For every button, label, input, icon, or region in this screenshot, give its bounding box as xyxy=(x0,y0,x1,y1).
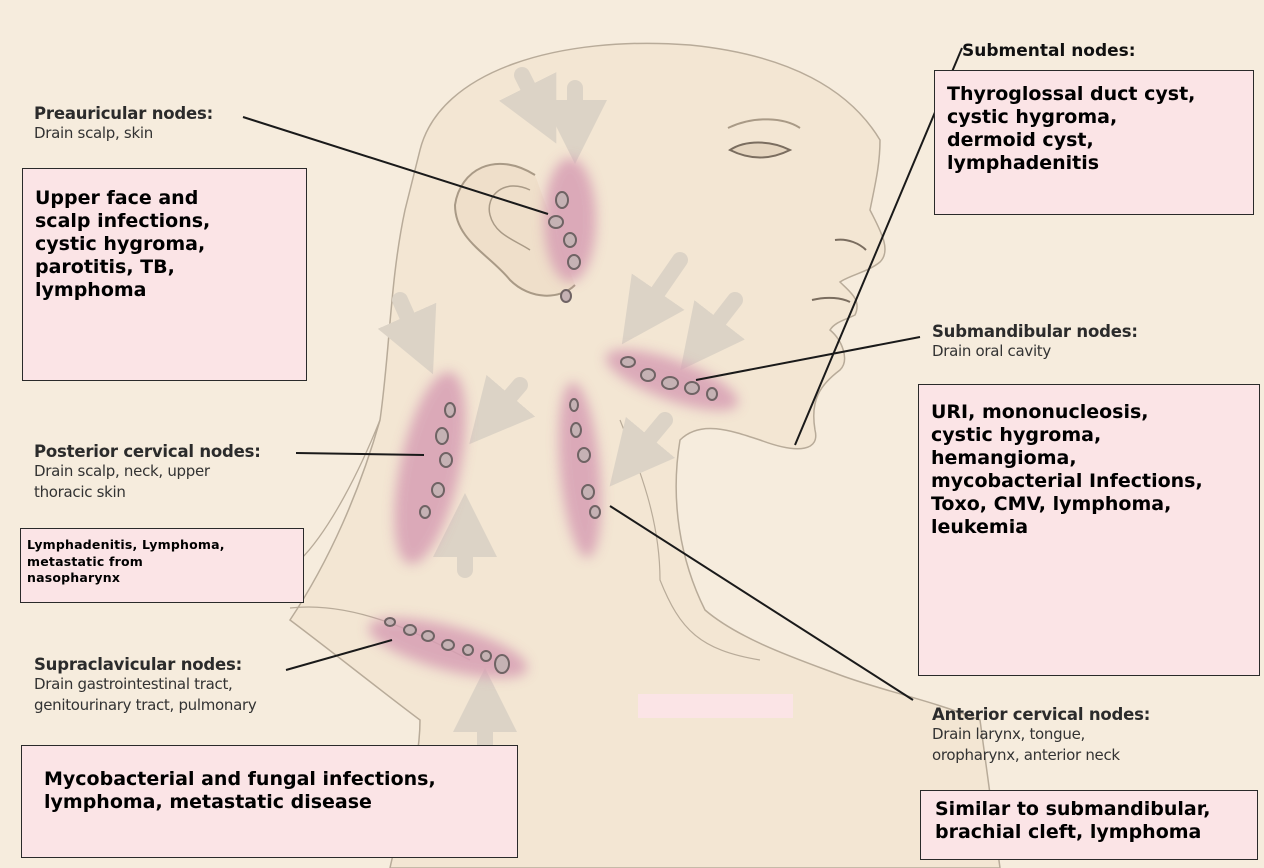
supraclavicular-label: Supraclavicular nodes: Drain gastrointes… xyxy=(34,655,256,716)
posterior-cervical-label: Posterior cervical nodes: Drain scalp, n… xyxy=(34,442,261,503)
lymph-node xyxy=(481,651,491,661)
lymph-node xyxy=(564,233,576,247)
supraclavicular-description: Drain gastrointestinal tract, genitourin… xyxy=(34,674,256,716)
condition-line: lymphoma, metastatic disease xyxy=(44,791,505,814)
posterior-cervical-description-line: thoracic skin xyxy=(34,482,261,503)
preauricular-label: Preauricular nodes: Drain scalp, skin xyxy=(34,104,213,144)
condition-line: scalp infections, xyxy=(35,210,294,233)
preauricular-conditions-box: Upper face and scalp infections, cystic … xyxy=(22,168,307,381)
condition-line: lymphadenitis xyxy=(947,152,1241,175)
supraclavicular-title: Supraclavicular nodes: xyxy=(34,655,256,674)
submental-conditions-box: Thyroglossal duct cyst, cystic hygroma, … xyxy=(934,70,1254,215)
supraclavicular-conditions-box: Mycobacterial and fungal infections, lym… xyxy=(21,745,518,858)
condition-line: Mycobacterial and fungal infections, xyxy=(44,768,505,791)
anterior-cervical-description-line: oropharynx, anterior neck xyxy=(932,745,1150,766)
lymph-node xyxy=(621,357,635,367)
lymph-node xyxy=(440,453,452,467)
condition-line: Thyroglossal duct cyst, xyxy=(947,83,1241,106)
lymph-node xyxy=(556,192,568,208)
submandibular-title: Submandibular nodes: xyxy=(932,322,1138,341)
lymph-node xyxy=(707,388,717,400)
condition-line: Toxo, CMV, lymphoma, xyxy=(931,493,1247,516)
condition-line: metastatic from xyxy=(27,554,297,571)
condition-line: leukemia xyxy=(931,516,1247,539)
condition-line: dermoid cyst, xyxy=(947,129,1241,152)
lymph-node xyxy=(404,625,416,635)
condition-line: cystic hygroma, xyxy=(947,106,1241,129)
anterior-cervical-description-line: Drain larynx, tongue, xyxy=(932,724,1150,745)
anterior-cervical-description: Drain larynx, tongue, oropharynx, anteri… xyxy=(932,724,1150,766)
condition-line: cystic hygroma, xyxy=(35,233,294,256)
condition-line: Similar to submandibular, xyxy=(935,798,1245,821)
preauricular-description-line: Drain scalp, skin xyxy=(34,123,213,144)
posterior-cervical-conditions-box: Lymphadenitis, Lymphoma, metastatic from… xyxy=(20,528,304,603)
lymph-node xyxy=(571,423,581,437)
posterior-cervical-description-line: Drain scalp, neck, upper xyxy=(34,461,261,482)
submandibular-description-line: Drain oral cavity xyxy=(932,341,1138,362)
condition-line: cystic hygroma, xyxy=(931,424,1247,447)
lymph-node xyxy=(445,403,455,417)
lymph-node xyxy=(685,382,699,394)
lymph-node xyxy=(582,485,594,499)
posterior-cervical-description: Drain scalp, neck, upper thoracic skin xyxy=(34,461,261,503)
lymph-node xyxy=(436,428,448,444)
lymph-node xyxy=(590,506,600,518)
anterior-cervical-title: Anterior cervical nodes: xyxy=(932,705,1150,724)
lymph-node xyxy=(420,506,430,518)
lymph-node xyxy=(432,483,444,497)
supraclavicular-description-line: genitourinary tract, pulmonary xyxy=(34,695,256,716)
lymph-node xyxy=(422,631,434,641)
preauricular-title: Preauricular nodes: xyxy=(34,104,213,123)
lymph-node xyxy=(463,645,473,655)
lymph-node xyxy=(578,448,590,462)
blank-highlight-patch xyxy=(638,694,793,718)
condition-line: nasopharynx xyxy=(27,570,297,587)
condition-line: parotitis, TB, xyxy=(35,256,294,279)
lymph-node xyxy=(495,655,509,673)
lymph-node xyxy=(561,290,571,302)
anterior-cervical-conditions-box: Similar to submandibular, brachial cleft… xyxy=(920,790,1258,860)
lymph-node xyxy=(570,399,578,411)
lymph-node xyxy=(662,377,678,389)
condition-line: brachial cleft, lymphoma xyxy=(935,821,1245,844)
condition-line: lymphoma xyxy=(35,279,294,302)
lymph-node xyxy=(549,216,563,228)
submandibular-description: Drain oral cavity xyxy=(932,341,1138,362)
condition-line: URI, mononucleosis, xyxy=(931,401,1247,424)
condition-line: Lymphadenitis, Lymphoma, xyxy=(27,537,297,554)
lymph-node xyxy=(385,618,395,626)
preauricular-description: Drain scalp, skin xyxy=(34,123,213,144)
submental-title: Submental nodes: xyxy=(962,41,1136,61)
lymph-node xyxy=(568,255,580,269)
lymph-node xyxy=(641,369,655,381)
condition-line: mycobacterial Infections, xyxy=(931,470,1247,493)
anterior-cervical-label: Anterior cervical nodes: Drain larynx, t… xyxy=(932,705,1150,766)
submandibular-label: Submandibular nodes: Drain oral cavity xyxy=(932,322,1138,362)
lymph-node xyxy=(442,640,454,650)
condition-line: hemangioma, xyxy=(931,447,1247,470)
submandibular-conditions-box: URI, mononucleosis, cystic hygroma, hema… xyxy=(918,384,1260,676)
condition-line: Upper face and xyxy=(35,187,294,210)
supraclavicular-description-line: Drain gastrointestinal tract, xyxy=(34,674,256,695)
posterior-cervical-title: Posterior cervical nodes: xyxy=(34,442,261,461)
